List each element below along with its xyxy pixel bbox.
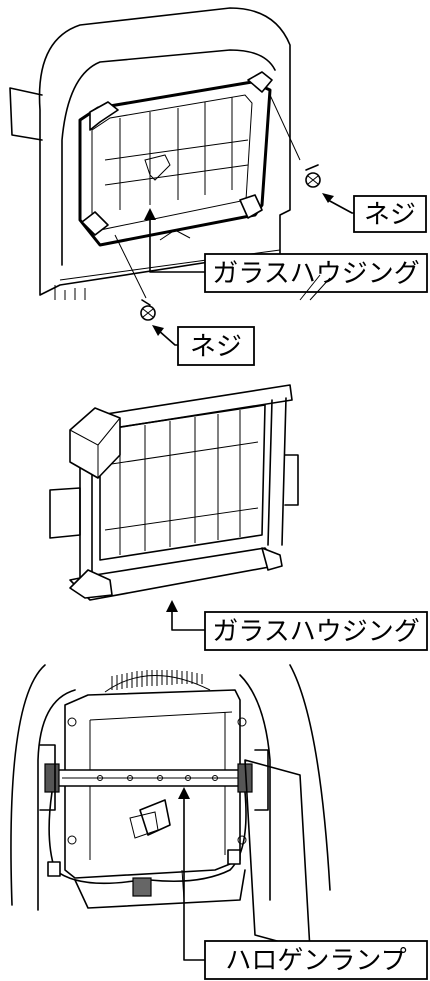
label-screw-right: ネジ — [364, 200, 416, 230]
glass-housing-frame — [78, 80, 272, 247]
screw-right-icon — [305, 164, 321, 188]
label-box-glass-housing-2 — [204, 611, 428, 651]
tray-corner-left — [69, 569, 113, 599]
left-side-tab — [49, 487, 81, 539]
hood-base-lines — [54, 249, 281, 300]
tray-corner-right — [261, 547, 283, 571]
connector-bottom — [132, 877, 152, 897]
base-scratch — [299, 274, 331, 301]
bracket-screw-hole — [67, 717, 77, 727]
bracket-screw-hole — [237, 717, 247, 727]
hood-inner-right — [239, 674, 271, 901]
callout-line-glass-housing-2 — [171, 607, 206, 631]
corner-block-top-left — [89, 101, 119, 131]
screw-right-leader — [269, 94, 301, 161]
right-mount — [254, 749, 269, 811]
filament-support — [127, 775, 133, 781]
label-glass-housing-2: ガラスハウジング — [212, 617, 419, 647]
arrowhead — [152, 325, 164, 336]
filament-support — [212, 775, 218, 781]
reflector-slot — [129, 811, 159, 839]
label-box-halogen-lamp — [204, 940, 428, 980]
right-side-tab — [284, 454, 299, 506]
figure-3-halogen-lamp: ハロゲンランプ — [10, 664, 428, 980]
label-halogen-lamp: ハロゲンランプ — [225, 946, 406, 976]
bottom-plate — [74, 869, 246, 909]
arrowhead — [166, 600, 178, 612]
label-box-screw-bottom — [177, 326, 255, 366]
arrowhead — [178, 787, 190, 799]
lamp-socket-left — [44, 763, 60, 793]
label-glass-housing-1: ガラスハウジング — [212, 259, 419, 289]
hood-inner-edge — [61, 49, 276, 266]
hood-outline — [38, 7, 291, 296]
housing-right-post — [267, 397, 287, 546]
top-left-cap-edge — [69, 417, 121, 478]
hood-right-arc — [289, 664, 331, 891]
screw-bottom-leader — [114, 234, 147, 299]
label-screw-bottom: ネジ — [190, 332, 242, 362]
callout-line-halogen-lamp — [183, 794, 206, 961]
arrowhead — [322, 193, 334, 203]
hood-inner-left — [37, 689, 76, 911]
base-triangle — [159, 229, 191, 241]
housing-panel-grid-2 — [104, 410, 259, 555]
hood-left-arc — [10, 664, 46, 906]
bracket-screw-hole — [237, 835, 247, 845]
callout-line-screw-bottom — [157, 329, 179, 346]
right-door-panel — [244, 759, 311, 951]
corner-block-bottom-right — [239, 194, 263, 219]
label-box-screw-right — [353, 195, 427, 233]
left-mount — [39, 744, 56, 811]
label-box-glass-housing-1 — [204, 253, 428, 293]
arrowhead — [144, 208, 156, 220]
callout-arrow-screw-right — [327, 199, 356, 214]
filament-support — [185, 775, 191, 781]
connector-right — [227, 849, 241, 865]
filament-support — [97, 775, 103, 781]
vent-slots — [111, 670, 203, 690]
screw-bottom-icon — [140, 299, 156, 321]
connector-left — [47, 861, 61, 877]
glass-housing-inner — [91, 94, 253, 231]
callout-line-glass-housing-1 — [149, 214, 206, 273]
figure-1-housing-installed: ネジ ガラスハウジング ネジ — [9, 7, 428, 366]
figure-2-glass-housing-removed: ガラスハウジング — [49, 384, 428, 651]
corner-block-bottom-left — [81, 211, 109, 236]
reflector-tab — [139, 799, 171, 836]
filament-support — [157, 775, 163, 781]
corner-block-top-right — [247, 71, 273, 93]
bracket-screw-hole — [67, 835, 77, 845]
housing-panel-grid — [104, 97, 249, 210]
vent-housing — [104, 675, 211, 693]
inner-hook — [144, 154, 171, 181]
housing-back-rim — [99, 384, 293, 431]
hood-left-flap — [9, 87, 43, 141]
housing-frame — [99, 404, 266, 561]
